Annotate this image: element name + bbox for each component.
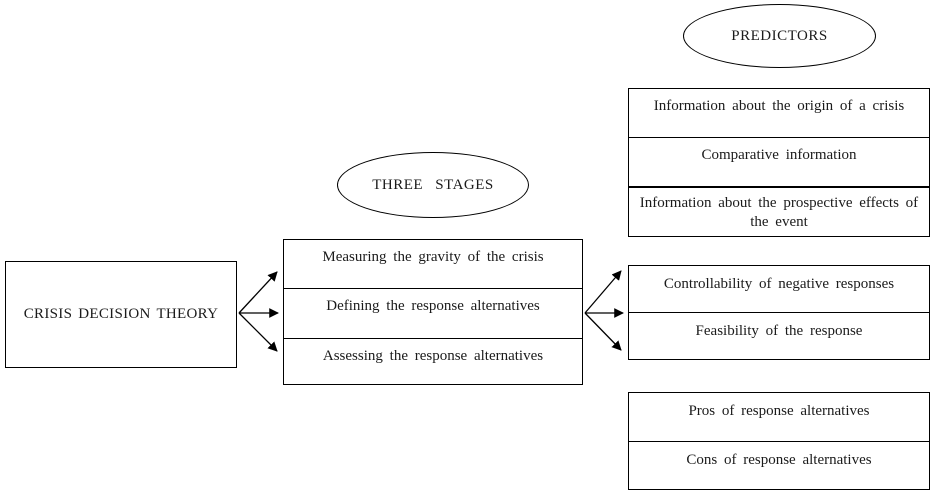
- stage-row-measuring: Measuring the gravity of the crisis: [284, 240, 582, 289]
- predictor-row-origin: Information about the origin of a crisis: [629, 89, 929, 138]
- pros-cons-box: Pros of response alternatives Cons of re…: [628, 392, 930, 490]
- predictor-row-feasibility: Feasibility of the response: [695, 323, 863, 339]
- predictor-row-controllability: Controllability of negative responses: [629, 266, 929, 313]
- crisis-decision-theory-label: CRISIS DECISION THEORY: [23, 306, 219, 322]
- three-stages-oval: THREE STAGES: [337, 152, 529, 218]
- predictors-oval-label: PREDICTORS: [731, 27, 828, 44]
- root-to-stages-arrows: [238, 271, 279, 352]
- predictor-row-cons: Cons of response alternatives: [686, 452, 872, 468]
- stages-to-predictors-arrows: [584, 270, 624, 351]
- three-stages-oval-label: THREE STAGES: [372, 176, 494, 193]
- crisis-decision-theory-box: CRISIS DECISION THEORY: [5, 261, 237, 368]
- predictor-row-comparative: Comparative information: [629, 138, 929, 188]
- three-stages-box: Measuring the gravity of the crisis Defi…: [283, 239, 583, 385]
- predictor-row-prospective-effects: Information about the prospective effect…: [639, 195, 919, 230]
- stage-row-defining: Defining the response alternatives: [284, 289, 582, 339]
- information-predictors-box: Information about the origin of a crisis…: [628, 88, 930, 237]
- predictors-oval: PREDICTORS: [683, 4, 876, 68]
- stage-row-assessing: Assessing the response alternatives: [322, 348, 544, 364]
- response-predictors-box: Controllability of negative responses Fe…: [628, 265, 930, 360]
- predictor-row-pros: Pros of response alternatives: [629, 393, 929, 442]
